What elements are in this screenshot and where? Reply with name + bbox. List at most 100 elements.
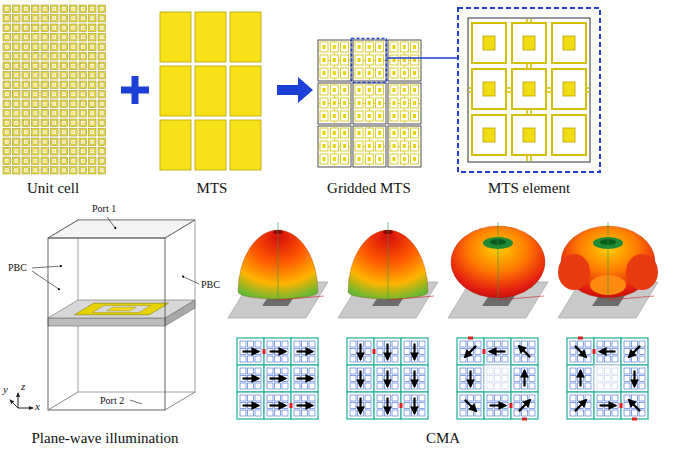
- center-patch: [53, 46, 55, 48]
- current-arrow: [386, 371, 388, 387]
- ring-gap: [43, 149, 48, 154]
- ring-gap: [43, 83, 48, 88]
- center-patch: [72, 93, 74, 95]
- ring-gap: [33, 45, 38, 50]
- current-ring: [597, 410, 603, 416]
- center-patch: [82, 84, 84, 86]
- ring-gap: [43, 26, 48, 31]
- ring-gap: [62, 35, 67, 40]
- mini-ring: [365, 85, 373, 95]
- current-cell: [374, 392, 401, 419]
- ring-gap: [33, 73, 38, 78]
- center-patch: [91, 27, 93, 29]
- current-ring: [460, 410, 466, 416]
- current-ring: [419, 368, 425, 374]
- current-ring: [240, 368, 246, 374]
- ring-gap: [5, 45, 10, 50]
- ring-gap: [24, 26, 29, 31]
- grid-cell: [318, 40, 351, 81]
- panel-caption: Unit cell: [27, 180, 79, 197]
- ring-gap: [14, 102, 19, 107]
- mini-ring: [355, 42, 363, 52]
- ring-gap: [43, 45, 48, 50]
- ring-gap: [33, 7, 38, 12]
- ring-gap: [43, 168, 48, 173]
- center-patch: [6, 46, 8, 48]
- panel-caption: CMA: [426, 430, 460, 447]
- mini-patch: [358, 58, 361, 62]
- plus-sign: [132, 76, 139, 104]
- ring-patch: [51, 34, 59, 42]
- center-patch: [101, 141, 103, 143]
- ring-patch: [70, 91, 78, 99]
- mini-patch: [343, 45, 346, 49]
- ring-gap: [5, 73, 10, 78]
- ring-patch: [41, 15, 49, 23]
- ring-patch: [51, 110, 59, 118]
- current-ring: [578, 356, 584, 362]
- current-ring: [404, 410, 410, 416]
- current-arrow: [243, 404, 259, 406]
- current-ring: [487, 341, 493, 347]
- mini-patch: [403, 157, 406, 161]
- current-ring: [529, 349, 535, 355]
- ring-patch: [22, 72, 30, 80]
- ring-gap: [62, 83, 67, 88]
- center-patch: [44, 93, 46, 95]
- current-ring: [632, 395, 638, 401]
- center-patch: [82, 93, 84, 95]
- mini-ring: [400, 111, 408, 121]
- current-cell: [237, 338, 264, 365]
- mini-patch: [358, 45, 361, 49]
- current-ring: [522, 395, 528, 401]
- current-cell: [237, 392, 264, 419]
- center-patch: [6, 74, 8, 76]
- current-ring: [377, 341, 383, 347]
- current-arrow: [523, 371, 525, 387]
- center-patch: [63, 55, 65, 57]
- current-arrow: [270, 404, 286, 406]
- ring-gap: [43, 64, 48, 69]
- current-ring: [350, 356, 356, 362]
- mini-ring: [341, 141, 349, 151]
- current-ring: [639, 376, 645, 382]
- current-ring: [404, 395, 410, 401]
- current-ring: [377, 376, 383, 382]
- ring-gap: [90, 7, 95, 12]
- mini-ring: [411, 68, 419, 78]
- ring-patch: [60, 5, 68, 13]
- current-ring: [377, 368, 383, 374]
- mini-patch: [323, 114, 326, 118]
- ring-patch: [98, 138, 106, 146]
- box-edge: [165, 392, 195, 410]
- current-ring: [404, 341, 410, 347]
- ring-gap: [14, 130, 19, 135]
- mini-patch: [368, 114, 371, 118]
- mini-ring: [355, 141, 363, 151]
- mts-patch: [230, 120, 261, 170]
- center-patch: [63, 169, 65, 171]
- mini-patch: [413, 131, 416, 135]
- current-ring: [267, 410, 273, 416]
- ring-gap: [33, 92, 38, 97]
- mini-patch: [333, 88, 336, 92]
- center-patch: [483, 82, 495, 96]
- ring-gap: [100, 35, 105, 40]
- ring-gap: [33, 83, 38, 88]
- mini-patch: [403, 114, 406, 118]
- ring-gap: [81, 26, 86, 31]
- mini-ring: [400, 128, 408, 138]
- ring-patch: [70, 62, 78, 70]
- simulation-box: [10, 217, 199, 410]
- current-ring: [404, 403, 410, 409]
- center-patch: [72, 46, 74, 48]
- center-patch: [15, 122, 17, 124]
- mini-ring: [355, 111, 363, 121]
- mini-patch: [333, 114, 336, 118]
- current-ring: [365, 376, 371, 382]
- current-cell: [567, 338, 594, 365]
- current-ring: [377, 383, 383, 389]
- mini-ring: [390, 68, 398, 78]
- current-cell: [237, 365, 264, 392]
- center-patch: [25, 46, 27, 48]
